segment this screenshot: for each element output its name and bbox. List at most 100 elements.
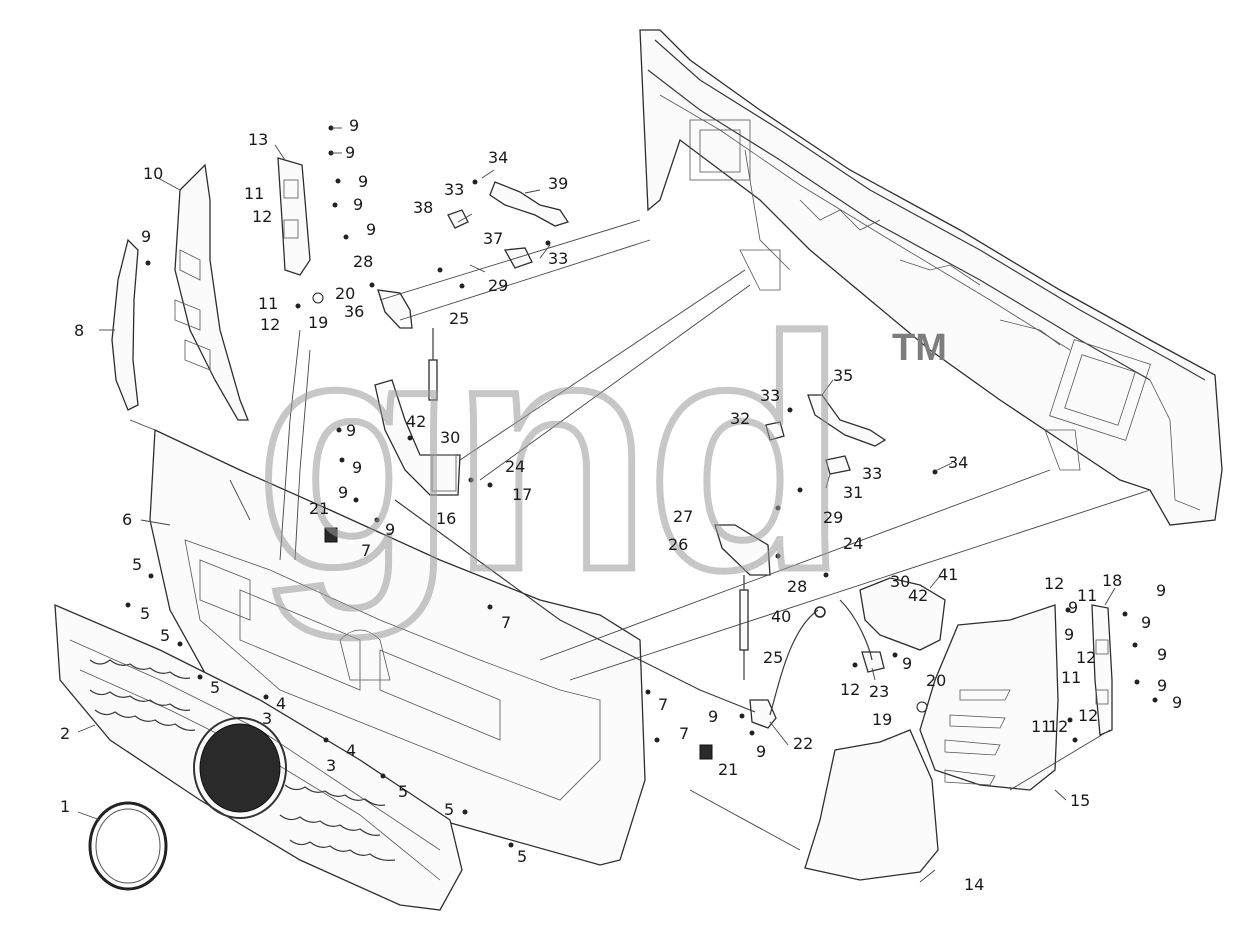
callout-9: 9	[352, 458, 362, 477]
callout-21: 21	[718, 760, 738, 779]
callout-9: 9	[353, 195, 363, 214]
callout-31: 31	[843, 483, 863, 502]
latch-23	[861, 651, 885, 673]
side-deflector-10	[174, 163, 249, 421]
side-panel-15	[919, 604, 1059, 791]
callout-1: 1	[60, 797, 70, 816]
callout-3: 3	[262, 709, 272, 728]
callout-24: 24	[843, 534, 863, 553]
callout-9: 9	[346, 421, 356, 440]
callout-19: 19	[872, 710, 892, 729]
callout-9: 9	[1157, 645, 1167, 664]
callout-8: 8	[74, 321, 84, 340]
cover-37	[503, 247, 533, 269]
callout-5: 5	[517, 847, 527, 866]
svg-text:TM: TM	[892, 327, 947, 369]
callout-12: 12	[1078, 706, 1098, 725]
callout-9: 9	[1156, 581, 1166, 600]
callout-5: 5	[140, 604, 150, 623]
callout-27: 27	[673, 507, 693, 526]
callout-40: 40	[771, 607, 791, 626]
grille-slots	[89, 659, 396, 861]
callout-7: 7	[501, 613, 511, 632]
hinge-bracket-16	[374, 379, 461, 496]
callout-11: 11	[244, 184, 264, 203]
callout-9: 9	[1157, 676, 1167, 695]
side-trim-8	[111, 238, 139, 411]
callout-12: 12	[260, 315, 280, 334]
callout-33: 33	[548, 249, 568, 268]
callout-3: 3	[326, 756, 336, 775]
front-panel-6	[149, 429, 646, 866]
callout-9: 9	[366, 220, 376, 239]
callout-37: 37	[483, 229, 503, 248]
callout-11: 11	[1031, 717, 1051, 736]
svg-text:gnd: gnd	[255, 269, 842, 640]
callout-20: 20	[926, 671, 946, 690]
bumper-21b	[699, 744, 713, 760]
callout-19: 19	[308, 313, 328, 332]
callout-2: 2	[60, 724, 70, 743]
callout-14: 14	[964, 875, 984, 894]
callout-11: 11	[1061, 668, 1081, 687]
watermark: gnd TM	[252, 266, 947, 644]
callout-9: 9	[338, 483, 348, 502]
callout-20: 20	[335, 284, 355, 303]
callout-30: 30	[440, 428, 460, 447]
callout-4: 4	[346, 741, 356, 760]
callout-26: 26	[668, 535, 688, 554]
callout-9: 9	[708, 707, 718, 726]
callout-11: 11	[258, 294, 278, 313]
callout-18: 18	[1102, 571, 1122, 590]
fastener-dots	[125, 125, 1158, 848]
callout-9: 9	[385, 520, 395, 539]
latch-22	[749, 699, 777, 729]
callout-5: 5	[132, 555, 142, 574]
callout-13: 13	[248, 130, 268, 149]
cab-front-frame	[639, 29, 1223, 526]
front-grille-2	[54, 603, 463, 911]
callout-29: 29	[488, 276, 508, 295]
callout-34: 34	[488, 148, 508, 167]
callout-17: 17	[512, 485, 532, 504]
gas-strut-25b	[739, 575, 749, 680]
callout-28: 28	[353, 252, 373, 271]
callout-7: 7	[361, 541, 371, 560]
assembly-lines	[129, 219, 1151, 851]
callout-36: 36	[344, 302, 364, 321]
cable-40	[769, 599, 873, 716]
callout-41: 41	[938, 565, 958, 584]
callout-labels: 1 2 3 3 4 4 5 5 5 5 5 5 5 6 7 7 7 7 8 9 …	[60, 116, 1182, 894]
callout-7: 7	[658, 695, 668, 714]
callout-4: 4	[276, 694, 286, 713]
callout-12: 12	[840, 680, 860, 699]
callout-9: 9	[1064, 625, 1074, 644]
grommet-20b	[916, 701, 928, 713]
callout-leaders	[77, 127, 1116, 883]
callout-22: 22	[793, 734, 813, 753]
callout-9: 9	[756, 742, 766, 761]
grommet-20a	[312, 292, 324, 304]
bracket-18	[1091, 604, 1113, 736]
latch-cable-long	[394, 499, 756, 713]
callout-33: 33	[862, 464, 882, 483]
callout-12: 12	[1044, 574, 1064, 593]
callout-34: 34	[948, 453, 968, 472]
pad-38	[447, 209, 469, 229]
callout-12: 12	[1076, 648, 1096, 667]
callout-42: 42	[406, 412, 426, 431]
callout-35: 35	[833, 366, 853, 385]
emblem-ring-1	[88, 801, 168, 891]
callout-5: 5	[210, 678, 220, 697]
callout-10: 10	[143, 164, 163, 183]
callout-21: 21	[309, 499, 329, 518]
callout-33: 33	[444, 180, 464, 199]
callout-33: 33	[760, 386, 780, 405]
callout-15: 15	[1070, 791, 1090, 810]
callout-32: 32	[730, 409, 750, 428]
callout-42: 42	[908, 586, 928, 605]
callout-7: 7	[679, 724, 689, 743]
callout-9: 9	[358, 172, 368, 191]
callout-9: 9	[1141, 613, 1151, 632]
